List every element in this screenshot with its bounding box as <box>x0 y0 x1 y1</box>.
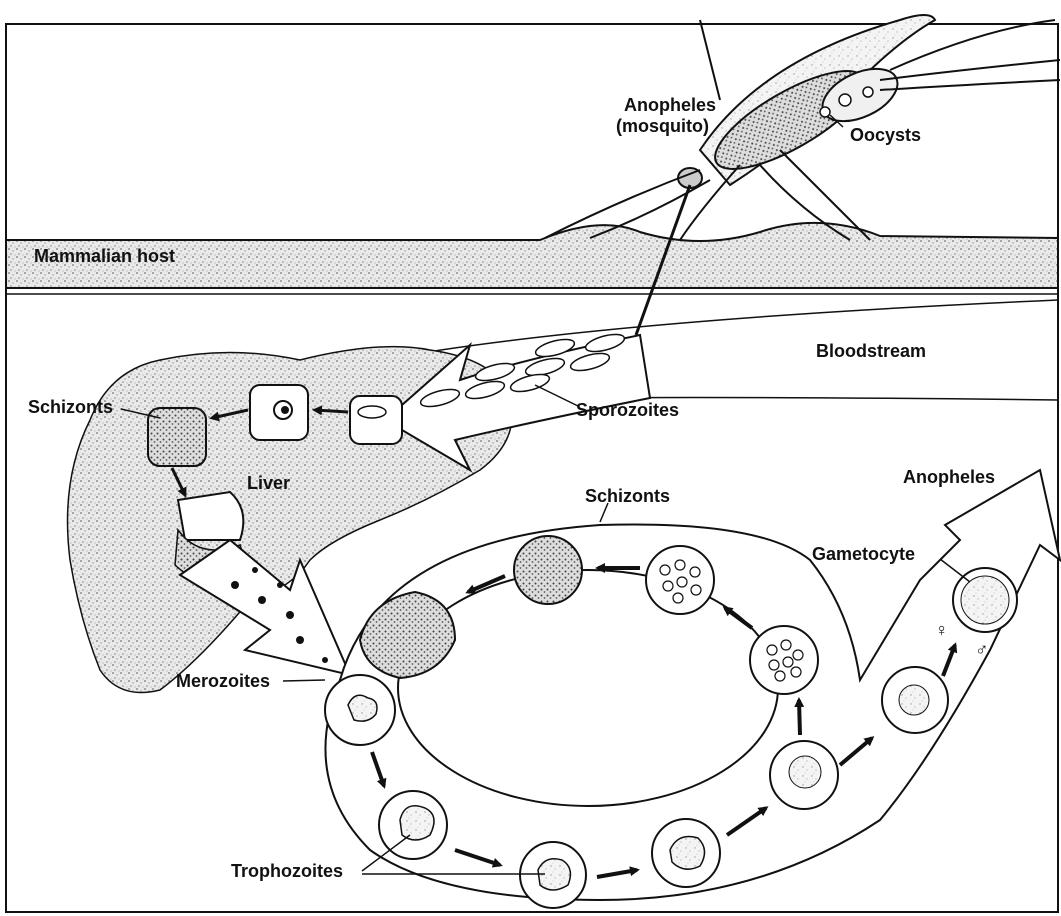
label-merozoites: Merozoites <box>176 671 270 691</box>
label-anopheles-exit: Anopheles <box>903 467 995 487</box>
label-mammalian-host: Mammalian host <box>34 246 175 266</box>
label-schizonts-blood: Schizonts <box>585 486 670 506</box>
label-sporozoites: Sporozoites <box>576 400 679 420</box>
label-liver: Liver <box>247 473 290 493</box>
female-symbol: ♀ <box>935 620 949 640</box>
male-symbol: ♂ <box>975 639 989 659</box>
label-mosquito-line2: (mosquito) <box>616 116 709 136</box>
label-bloodstream: Bloodstream <box>816 341 926 361</box>
cycle-inner-ellipse <box>398 570 778 806</box>
label-oocysts: Oocysts <box>850 125 921 145</box>
label-schizonts-liver: Schizonts <box>28 397 113 417</box>
label-mosquito-line1: Anopheles <box>624 95 716 115</box>
label-gametocyte: Gametocyte <box>812 544 915 564</box>
label-trophozoites: Trophozoites <box>231 861 343 881</box>
